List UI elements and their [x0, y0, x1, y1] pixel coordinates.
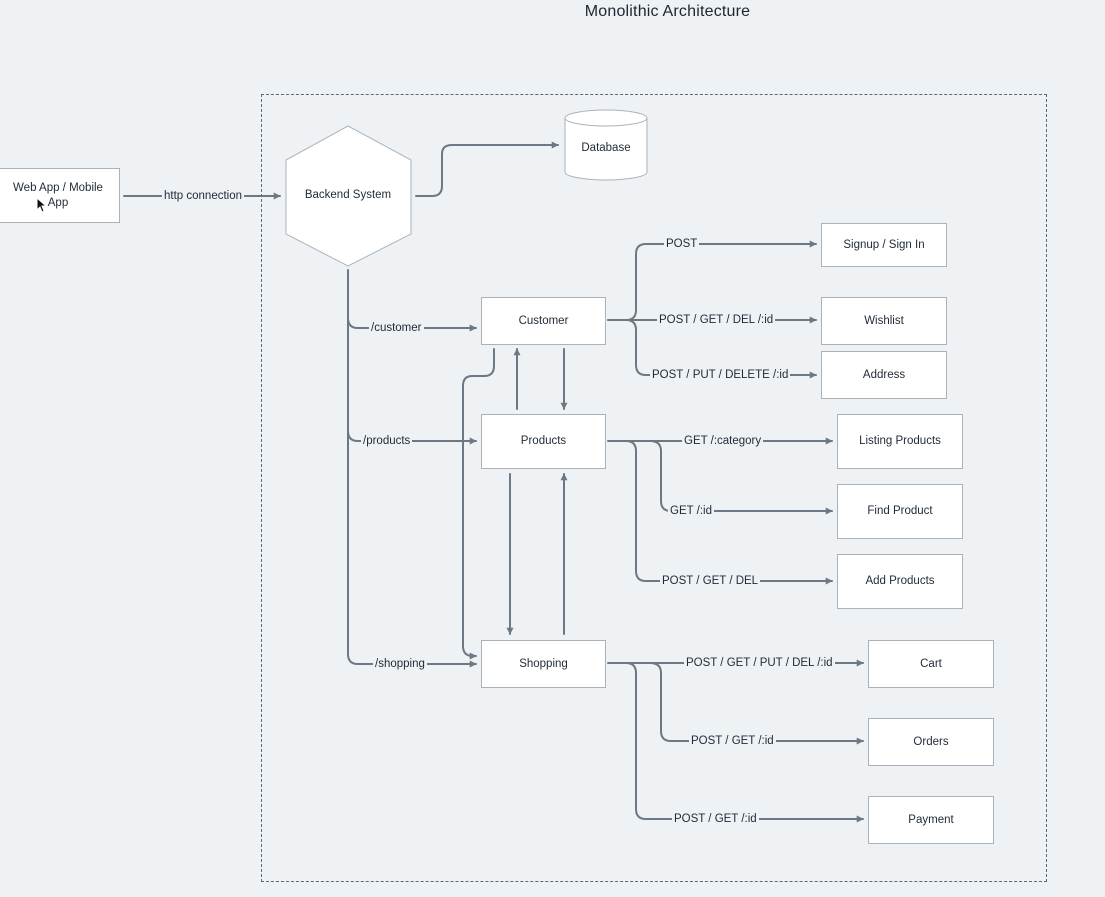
- edge-label-find: GET /:id: [668, 504, 714, 518]
- node-listing-products[interactable]: Listing Products: [837, 414, 963, 469]
- node-products[interactable]: Products: [481, 414, 606, 469]
- node-signup[interactable]: Signup / Sign In: [821, 223, 947, 267]
- edge-label-listing: GET /:category: [682, 434, 764, 448]
- edge-label-wishlist: POST / GET / DEL /:id: [657, 313, 776, 327]
- edge-label-add: POST / GET / DEL: [660, 574, 761, 588]
- node-payment[interactable]: Payment: [868, 796, 994, 844]
- node-cart[interactable]: Cart: [868, 640, 994, 688]
- edge-label-shopping-route: /shopping: [373, 657, 427, 671]
- node-orders[interactable]: Orders: [868, 718, 994, 766]
- edge-products-add: [625, 440, 833, 585]
- mouse-cursor-icon: [36, 197, 48, 213]
- edge-label-http: http connection: [162, 189, 245, 203]
- monolith-boundary: [261, 94, 1047, 882]
- node-client-label: Web App / Mobile App: [13, 181, 103, 209]
- edge-label-orders: POST / GET /:id: [689, 734, 776, 748]
- database-shape: [564, 109, 648, 181]
- diagram-title: Monolithic Architecture: [584, 3, 751, 20]
- edge-label-customer-route: /customer: [369, 321, 424, 335]
- edge-label-address: POST / PUT / DELETE /:id: [650, 368, 791, 382]
- edge-backend-database: [415, 141, 559, 197]
- edge-customer-address: [625, 319, 817, 379]
- edge-backend-customer: [347, 317, 477, 332]
- edge-shopping-orders: [649, 662, 864, 745]
- node-shopping[interactable]: Shopping: [481, 640, 606, 688]
- node-client[interactable]: Web App / Mobile App: [0, 168, 120, 223]
- edge-label-cart: POST / GET / PUT / DEL /:id: [684, 656, 835, 670]
- edge-backend-products: [347, 430, 477, 445]
- edge-shopping-payment: [625, 662, 864, 823]
- node-wishlist[interactable]: Wishlist: [821, 297, 947, 345]
- edge-backend-trunk: [347, 269, 477, 668]
- edge-label-products-route: /products: [361, 434, 413, 448]
- backend-shape: [285, 125, 412, 267]
- node-address[interactable]: Address: [821, 351, 947, 399]
- node-add-products[interactable]: Add Products: [837, 554, 963, 609]
- edge-label-signup: POST: [664, 237, 700, 251]
- node-customer[interactable]: Customer: [481, 297, 606, 345]
- node-find-product[interactable]: Find Product: [837, 484, 963, 539]
- edge-products-find: [649, 440, 833, 515]
- edge-customer-shopping: [462, 348, 495, 660]
- edge-label-payment: POST / GET /:id: [672, 812, 759, 826]
